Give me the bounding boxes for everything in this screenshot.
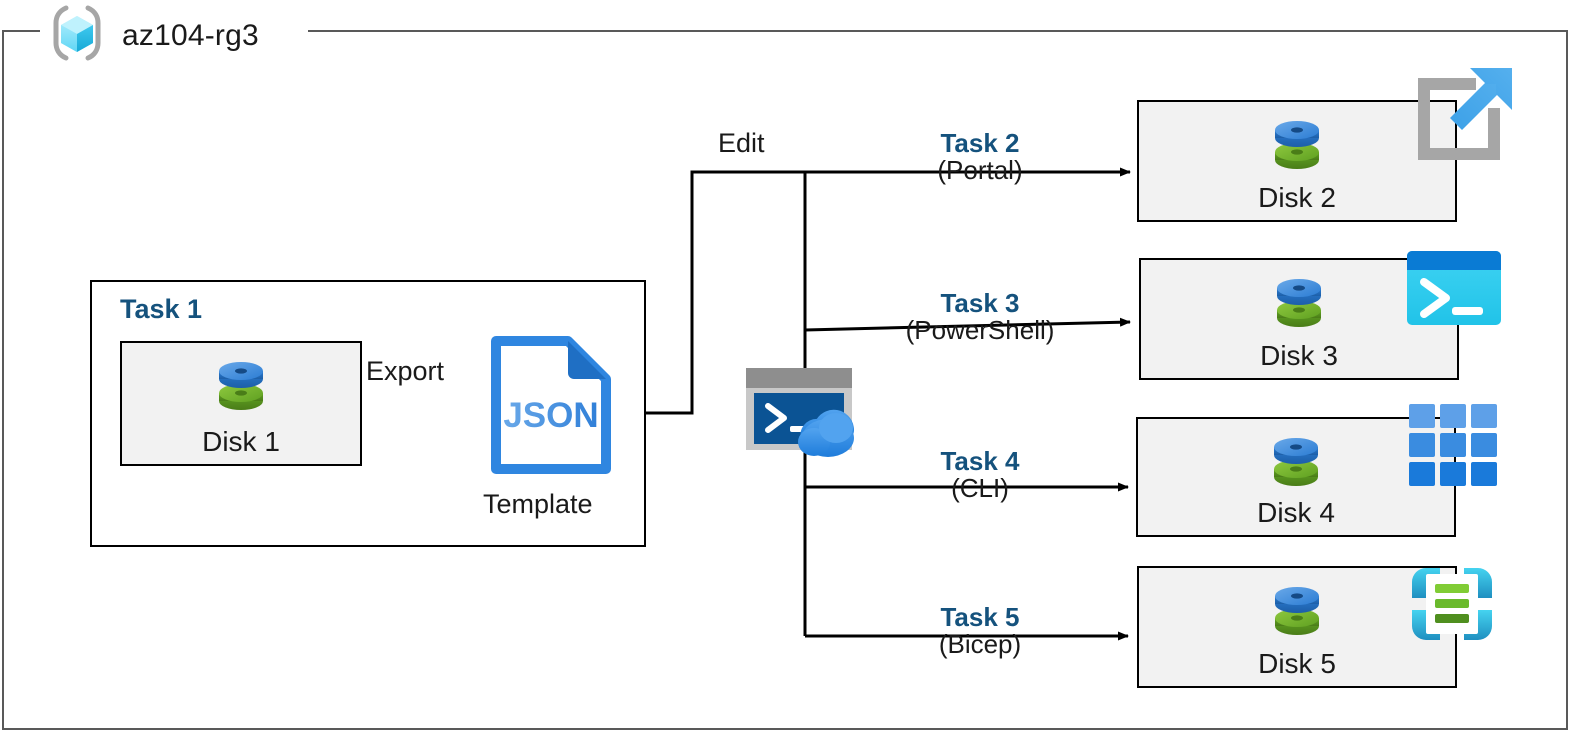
bicep-icon[interactable]: [1406, 556, 1498, 657]
disk1-box[interactable]: Disk 1: [120, 341, 362, 466]
task5-tool: (Bicep): [938, 629, 1022, 660]
managed-disk-icon: [212, 355, 270, 422]
managed-disk-icon: [1268, 580, 1326, 647]
task1-label: Task 1: [120, 294, 203, 324]
edge-label-task3: Task 3 (PowerShell): [860, 288, 1100, 346]
cloud-shell-icon[interactable]: [744, 366, 866, 463]
task2-tool: (Portal): [937, 155, 1023, 186]
disk3-label: Disk 3: [1260, 340, 1338, 371]
export-label: Export: [366, 356, 445, 386]
resource-group-frame: [2, 30, 1568, 730]
disk2-box[interactable]: Disk 2: [1137, 100, 1457, 222]
edge-label-task2: Task 2 (Portal): [860, 128, 1100, 186]
managed-disk-icon: [1267, 431, 1325, 498]
managed-disk-icon: [1270, 272, 1328, 339]
disk4-box[interactable]: Disk 4: [1136, 417, 1456, 537]
edge-label-task5: Task 5 (Bicep): [860, 602, 1100, 660]
managed-disk-icon: [1268, 114, 1326, 181]
task2-name: Task 2: [940, 128, 1020, 158]
resource-group-cube-icon: [46, 2, 108, 69]
task3-tool: (PowerShell): [905, 315, 1055, 346]
disk5-label: Disk 5: [1258, 648, 1336, 679]
disk5-box[interactable]: Disk 5: [1137, 566, 1457, 688]
frame-title-gap: [40, 22, 308, 38]
azure-cli-icon[interactable]: [1408, 403, 1498, 492]
disk3-box[interactable]: Disk 3: [1139, 258, 1459, 380]
edge-label-task4: Task 4 (CLI): [860, 446, 1100, 504]
edit-label: Edit: [718, 128, 765, 158]
task4-tool: (CLI): [951, 473, 1009, 504]
task3-name: Task 3: [940, 288, 1020, 318]
svg-text:JSON: JSON: [503, 396, 598, 435]
disk4-label: Disk 4: [1257, 497, 1335, 528]
disk2-label: Disk 2: [1258, 182, 1336, 213]
task4-name: Task 4: [940, 446, 1020, 476]
disk1-label: Disk 1: [202, 426, 280, 457]
azure-portal-icon[interactable]: [1408, 62, 1516, 175]
json-file-icon[interactable]: JSON: [490, 335, 612, 480]
task5-name: Task 5: [940, 602, 1020, 632]
template-label: Template: [483, 489, 593, 519]
powershell-icon[interactable]: [1406, 250, 1502, 331]
resource-group-header: az104-rg3: [46, 2, 259, 69]
resource-group-name: az104-rg3: [122, 18, 259, 52]
